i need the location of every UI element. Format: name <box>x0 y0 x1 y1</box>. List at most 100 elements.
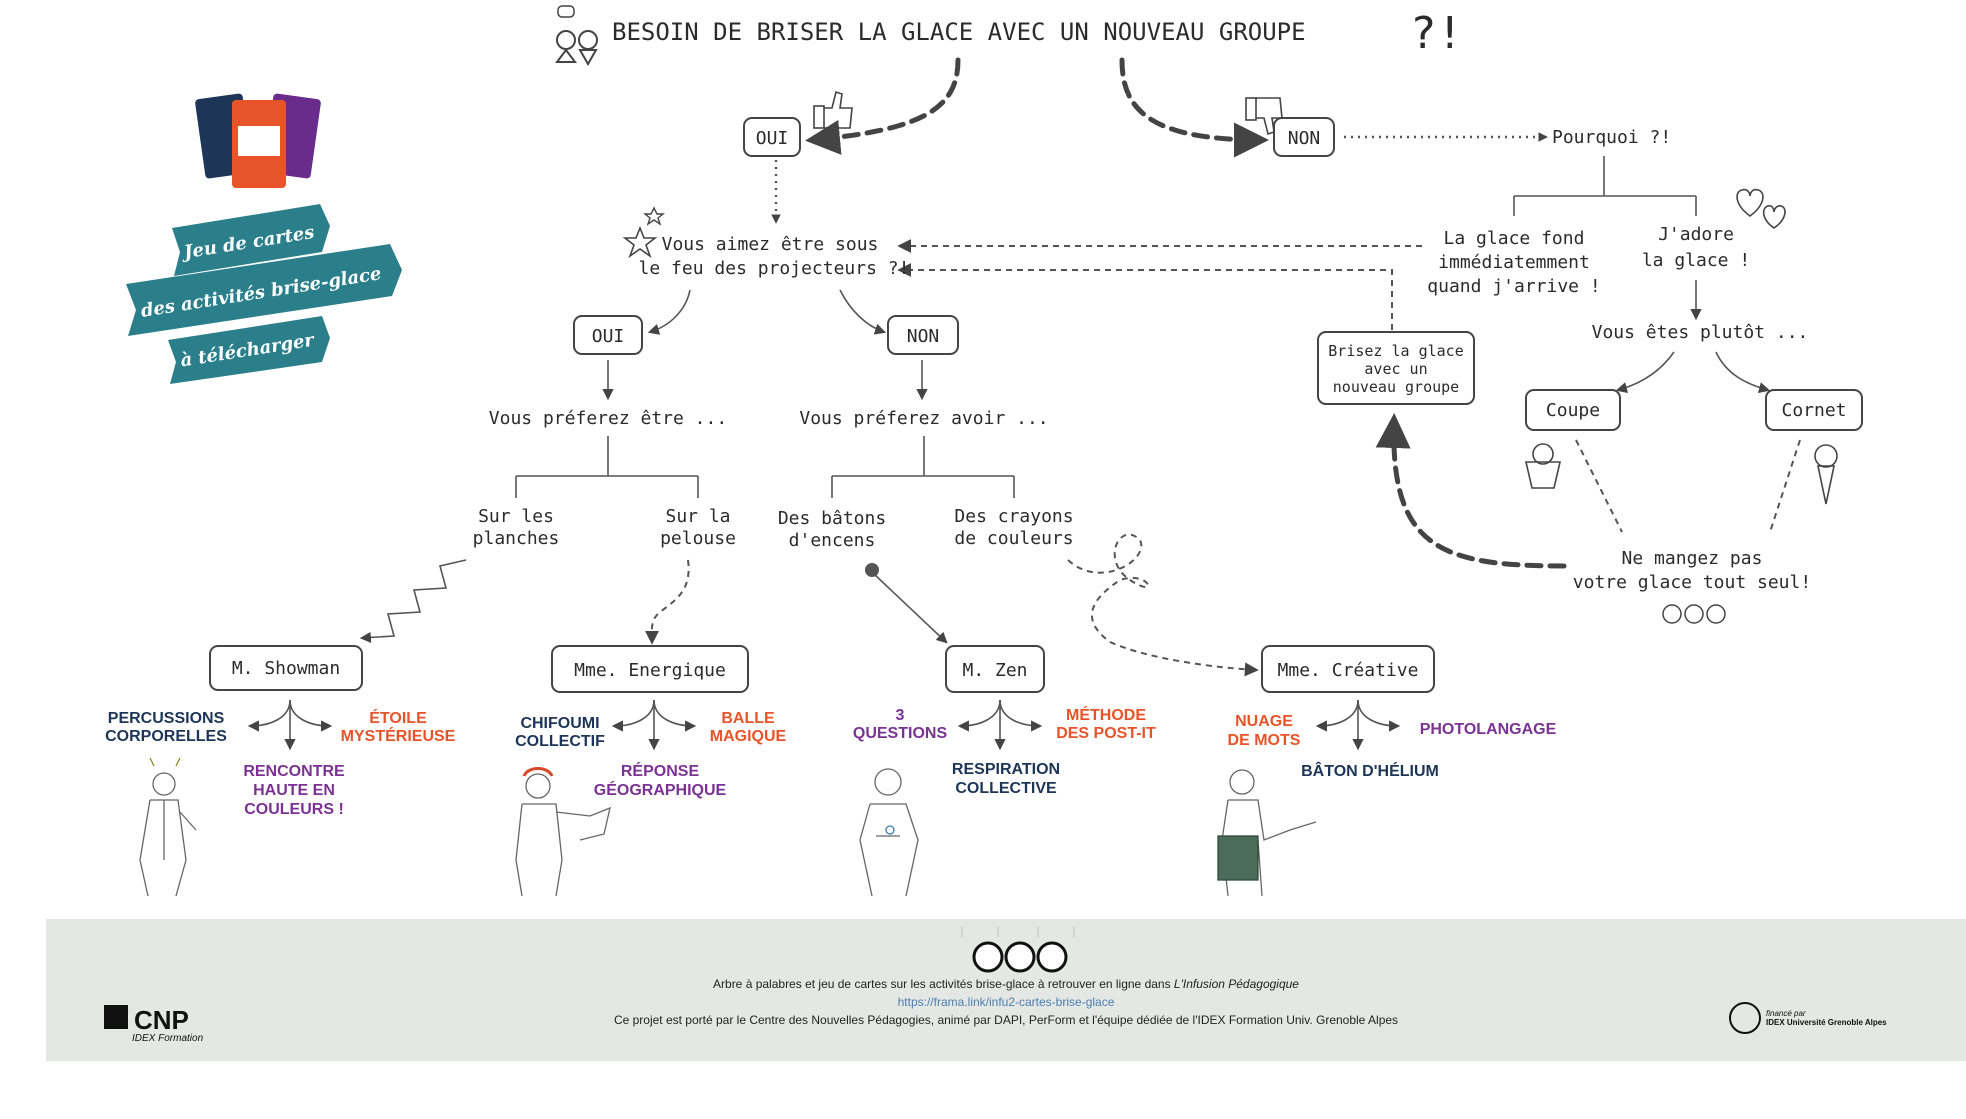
cone-box <box>1765 389 1863 431</box>
activity-baton-helium: BÂTON D'HÉLIUM <box>1301 761 1439 780</box>
activity-questions-line2: QUESTIONS <box>853 725 948 742</box>
activity-nuage-line1: NUAGE <box>1235 713 1293 730</box>
activity-chifoumi-line1: CHIFOUMI <box>520 715 599 732</box>
activity-respiration-line1: RESPIRATION <box>952 761 1060 778</box>
ice-cream-cup-icon <box>1524 443 1562 489</box>
prefer-be: Vous préferez être ... <box>489 408 727 429</box>
idex-logo: financé par IDEX Université Grenoble Alp… <box>1766 1009 1887 1027</box>
profile-box-energique <box>551 645 749 693</box>
activity-nuage-line2: DE MOTS <box>1228 732 1301 749</box>
title-mark: ?! <box>1410 8 1463 59</box>
activity-reponse-line1: RÉPONSE <box>621 761 700 780</box>
footer-line1-text: Arbre à palabres et jeu de cartes sur le… <box>713 977 1174 991</box>
rather-label: Vous êtes plutôt ... <box>1592 322 1809 343</box>
smiley-icons <box>1662 604 1726 624</box>
dont-eat-to-break <box>1375 413 1567 569</box>
cc-license-icon <box>954 927 1082 977</box>
thumbs-down-icon <box>1245 97 1283 136</box>
idex-logo-icon <box>1729 1002 1761 1034</box>
break-to-spotlight <box>897 263 1393 330</box>
stars-icon <box>622 206 665 259</box>
cup-label: Coupe <box>1546 400 1600 421</box>
activity-arrow <box>957 699 1001 732</box>
lawn-dashed-arrow <box>644 559 690 645</box>
incense-arrow <box>873 573 948 644</box>
activity-balle-line1: BALLE <box>721 710 775 727</box>
profile-name-showman: M. Showman <box>232 658 340 679</box>
activity-respiration-line2: COLLECTIVE <box>955 780 1057 797</box>
cnp-logo: CNP <box>134 1005 189 1035</box>
idex-name: IDEX Université Grenoble Alpes <box>1766 1018 1887 1027</box>
profile-box-zen <box>945 645 1045 693</box>
activity-arrow <box>1315 699 1359 732</box>
cone-label: Cornet <box>1781 400 1846 421</box>
break-line2: avec un <box>1364 360 1427 378</box>
boards-line2: planches <box>473 528 560 549</box>
reason-b-line2: la glace ! <box>1642 250 1750 271</box>
download-ribbons[interactable] <box>126 204 402 384</box>
zen-figure <box>859 768 919 897</box>
dont-eat-line1: Ne mangez pas <box>1622 548 1763 569</box>
activity-arrow <box>611 699 655 732</box>
cnp-logo-square <box>104 1005 128 1029</box>
boards-line1: Sur les <box>478 506 554 527</box>
profile-name-energique: Mme. Energique <box>574 660 726 681</box>
activity-rencontre-line1: RENCONTRE <box>243 763 345 780</box>
footer-link[interactable]: https://frama.link/infu2-cartes-brise-gl… <box>897 995 1115 1009</box>
spotlight-to-yes2 <box>647 289 691 335</box>
no1-label: NON <box>1288 128 1321 149</box>
break-line1: Brisez la glace <box>1328 342 1463 360</box>
crayons-line1: Des crayons <box>954 506 1073 527</box>
activity-postit-line1: MÉTHODE <box>1066 705 1146 724</box>
arrow-to-no1 <box>1119 57 1269 158</box>
incense-line2: d'encens <box>789 530 876 551</box>
profile-name-creative: Mme. Créative <box>1278 660 1419 681</box>
prefer-have: Vous préferez avoir ... <box>799 408 1048 429</box>
activity-rencontre-line3: COULEURS ! <box>244 801 344 818</box>
activity-arrow <box>247 699 291 732</box>
activity-arrow <box>1357 699 1401 732</box>
activity-arrow <box>653 699 697 732</box>
no1-box <box>1273 117 1335 157</box>
activity-etoile-line1: ÉTOILE <box>369 708 427 727</box>
lawn-line2: pelouse <box>660 528 736 549</box>
activity-arrow <box>289 699 333 732</box>
incense-dot <box>865 563 879 577</box>
reason-a-line1: La glace fond <box>1444 228 1585 249</box>
idex-small: financé par <box>1766 1009 1806 1018</box>
to-cone-arrow <box>1715 351 1771 394</box>
crayons-line2: de couleurs <box>954 528 1073 549</box>
activity-photolangage: PHOTOLANGAGE <box>1420 721 1557 738</box>
no2-label: NON <box>907 326 940 347</box>
page-title: BESOIN DE BRISER LA GLACE AVEC UN NOUVEA… <box>612 18 1306 46</box>
thumbs-up-icon <box>813 90 853 129</box>
spotlight-to-no2 <box>839 289 887 335</box>
be-branches <box>515 436 699 498</box>
cone-to-dont-eat <box>1769 439 1801 533</box>
title-icon <box>555 5 598 67</box>
no2-box <box>887 315 959 355</box>
have-branches <box>831 436 1015 498</box>
arrow-to-yes1 <box>805 57 961 155</box>
showman-figure <box>139 757 197 897</box>
cnp-subtitle: IDEX Formation <box>132 1033 204 1044</box>
reason-a-line3: quand j'arrive ! <box>1427 276 1600 297</box>
profile-box-showman <box>209 645 363 691</box>
card-deck-icon <box>195 93 321 188</box>
profile-box-creative <box>1261 645 1435 693</box>
cup-box <box>1525 389 1621 431</box>
energique-figure <box>515 767 611 897</box>
break-ice-box <box>1317 331 1475 405</box>
ice-cream-cone-icon <box>1814 444 1838 505</box>
dont-eat-line2: votre glace tout seul! <box>1573 572 1811 593</box>
activity-questions-line1: 3 <box>896 707 905 724</box>
footer: Arbre à palabres et jeu de cartes sur le… <box>46 919 1966 1061</box>
crayons-swirl-arrow <box>1067 533 1259 677</box>
why-label: Pourquoi ?! <box>1552 127 1671 148</box>
activity-percussions-line1: PERCUSSIONS <box>108 710 225 727</box>
incense-line1: Des bâtons <box>778 508 886 529</box>
spotlight-line1: Vous aimez être sous <box>662 234 879 255</box>
activity-postit-line2: DES POST-IT <box>1056 725 1156 742</box>
creative-figure <box>1217 769 1317 897</box>
